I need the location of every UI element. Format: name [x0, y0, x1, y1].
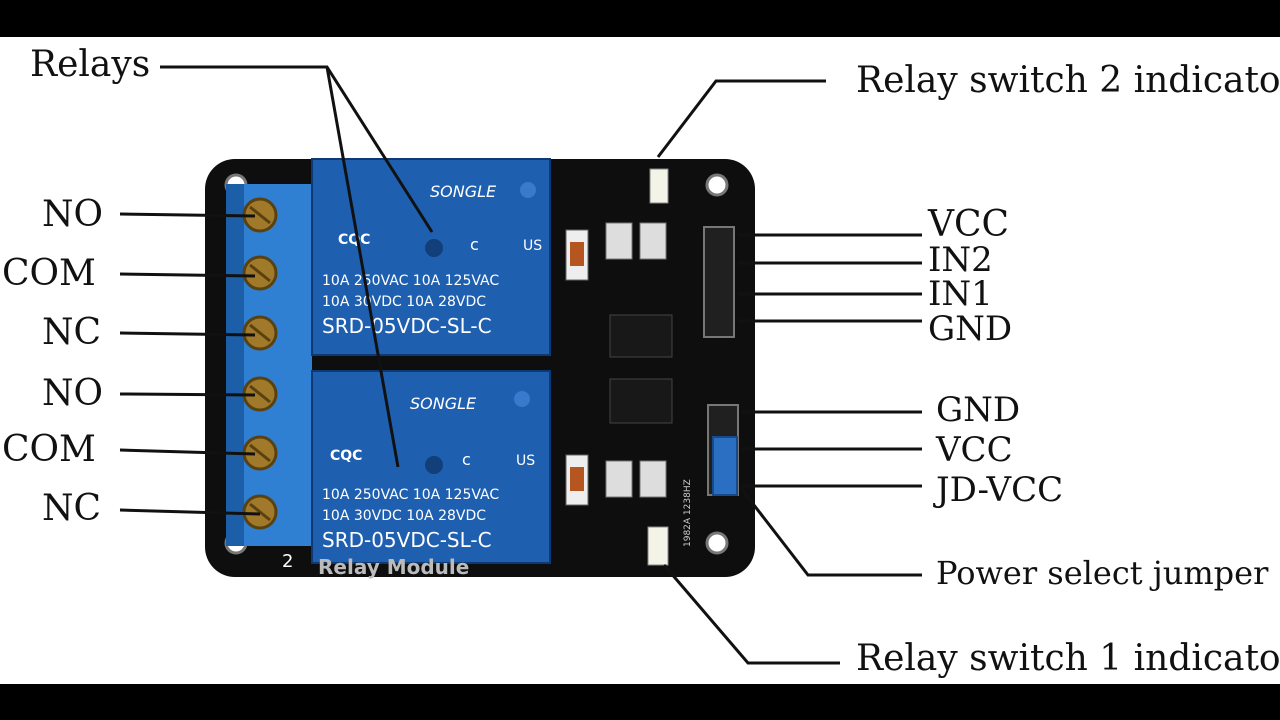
no-top-leader — [119, 212, 256, 218]
resistor-r3 — [605, 222, 633, 260]
mount-hole-bottom-right — [705, 531, 729, 555]
power-select-jumper — [712, 436, 738, 496]
label-vcc-bottom: VCC — [936, 430, 1013, 470]
label-vcc-top: VCC — [928, 204, 1010, 245]
relay-1: SONGLE CQC c US 10A 250VAC 10A 125VAC 10… — [311, 370, 551, 564]
resistor-r4 — [639, 222, 667, 260]
label-relay2-indicator: Relay switch 2 indicator — [856, 60, 1280, 101]
relay2-indicator-leader — [656, 79, 826, 158]
label-in2: IN2 — [928, 240, 993, 280]
relay-2-ul-c: c — [470, 235, 479, 254]
relay-2-indicator-led — [649, 168, 669, 204]
resistor-r1 — [639, 460, 667, 498]
relay-1-rating-1: 10A 250VAC 10A 125VAC — [322, 487, 499, 503]
relay1-indicator-leader — [662, 564, 840, 665]
relay-1-indicator-led — [647, 526, 669, 566]
power-select-leader — [738, 486, 922, 577]
label-jd-vcc: JD-VCC — [936, 470, 1064, 510]
input-header — [703, 226, 735, 338]
label-power-select: Power select jumper — [936, 554, 1269, 592]
com-top-leader — [119, 272, 256, 278]
leader-lines — [119, 65, 922, 665]
com-bottom-leader — [119, 448, 256, 456]
resistor-r2 — [605, 460, 633, 498]
relay-1-rating-2: 10A 30VDC 10A 28VDC — [322, 508, 486, 524]
optocoupler-2 — [609, 314, 673, 358]
relay-2: SONGLE CQC c US 10A 250VAC 10A 125VAC 10… — [311, 158, 551, 356]
label-com-bottom: COM — [2, 429, 96, 470]
label-nc-bottom: NC — [42, 488, 102, 529]
relay-2-model: SRD-05VDC-SL-C — [322, 314, 492, 338]
label-gnd-top: GND — [928, 309, 1013, 349]
relay-2-ul-us: US — [523, 238, 542, 254]
relay-1-ul-us: US — [516, 453, 535, 469]
module-title: Relay Module — [318, 555, 469, 579]
relay-1-model: SRD-05VDC-SL-C — [322, 528, 492, 552]
relay-board-illustration: SONGLE CQC c US 10A 250VAC 10A 125VAC 10… — [205, 158, 755, 579]
nc-top-leader — [119, 331, 256, 337]
label-nc-top: NC — [42, 312, 102, 353]
terminal-screws — [242, 197, 278, 530]
label-no-top: NO — [42, 194, 104, 235]
relay-1-ul-c: c — [462, 450, 471, 469]
mount-hole-top-right — [705, 173, 729, 197]
relay-1-brand: SONGLE — [410, 394, 477, 413]
pcb-code: 1982A 1238HZ — [683, 479, 693, 547]
label-no-bottom: NO — [42, 373, 104, 414]
relay-2-brand: SONGLE — [430, 182, 497, 201]
no-bottom-leader — [119, 392, 256, 397]
label-relays: Relays — [30, 44, 151, 85]
relays-leader — [160, 65, 434, 468]
label-com-top: COM — [2, 253, 96, 294]
diagram-canvas: SONGLE CQC c US 10A 250VAC 10A 125VAC 10… — [0, 37, 1280, 684]
label-gnd-bottom: GND — [936, 390, 1021, 430]
channel-number: 2 — [282, 551, 293, 572]
nc-bottom-leader — [119, 508, 261, 516]
label-relay1-indicator: Relay switch 1 indicator — [856, 638, 1280, 679]
relay-1-cqc: CQC — [330, 448, 362, 464]
label-in1: IN1 — [928, 274, 993, 314]
optocoupler-1 — [609, 378, 673, 424]
relay-2-cqc: CQC — [338, 232, 370, 248]
relay-2-rating-2: 10A 30VDC 10A 28VDC — [322, 294, 486, 310]
